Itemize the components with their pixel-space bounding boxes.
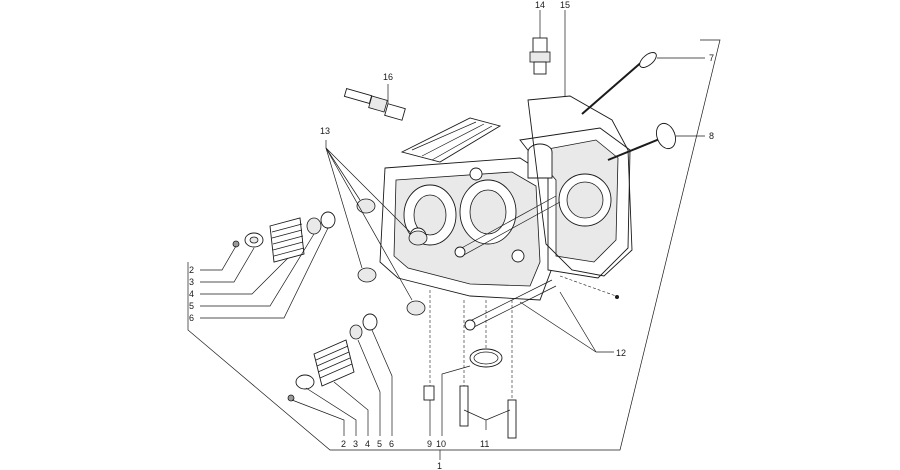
callout-13: 13 [320,126,330,136]
studs [459,300,517,439]
callout-16: 16 [383,72,393,82]
callout-10: 10 [436,439,446,449]
callout-5-upper: 5 [189,301,194,311]
callout-9: 9 [427,439,432,449]
callout-3-upper: 3 [189,277,194,287]
callout-14: 14 [535,0,545,10]
upper-valve-train [232,211,336,263]
callout-7: 7 [709,53,714,63]
callout-4-lower: 4 [365,439,370,449]
callout-12: 12 [616,348,626,358]
cylinder-head [379,117,631,331]
callout-labels: 1 2 3 4 5 6 2 3 4 5 6 7 8 9 10 11 12 13 … [189,0,714,470]
callout-6-upper: 6 [189,313,194,323]
o-ring [469,348,503,368]
callout-1: 1 [437,461,442,470]
valve-exhaust [581,52,705,115]
valve-guide-seals [325,140,428,316]
callout-6-lower: 6 [389,439,394,449]
callout-11: 11 [480,439,489,449]
spark-plug [343,84,406,121]
callout-2-lower: 2 [341,439,346,449]
callout-4-upper: 4 [189,289,194,299]
leader-lines [187,39,721,460]
callout-15: 15 [560,0,570,10]
callout-2-upper: 2 [189,265,194,275]
lower-valve-train [287,313,378,402]
temperature-sensor [529,10,551,75]
callout-5-lower: 5 [377,439,382,449]
dowel-pin [423,385,435,401]
callout-8: 8 [709,131,714,141]
head-gasket [527,10,633,277]
valve-intake [607,122,705,161]
callout-3-lower: 3 [353,439,358,449]
